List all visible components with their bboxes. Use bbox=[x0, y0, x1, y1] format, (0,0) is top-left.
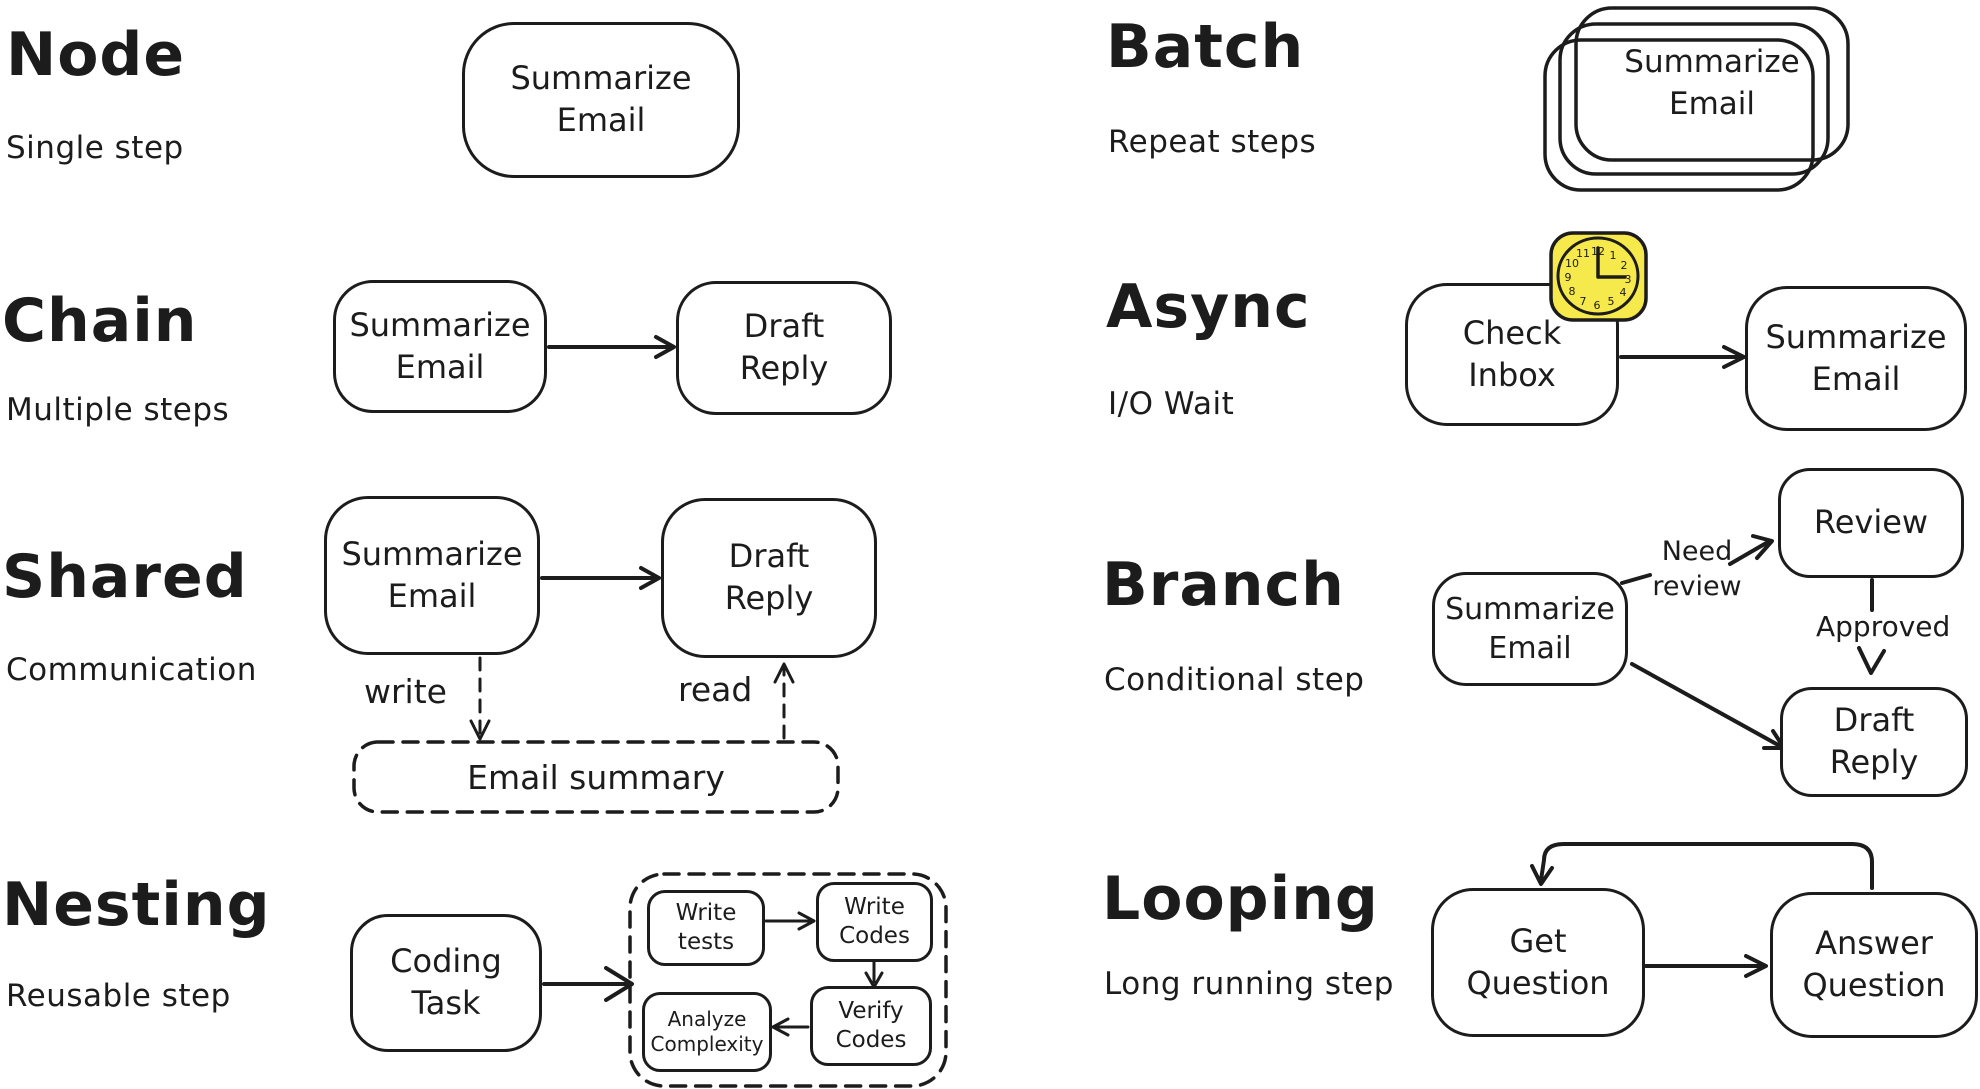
box-label-line: Summarize bbox=[510, 59, 692, 98]
box-label-line: Email bbox=[1668, 86, 1755, 122]
batch-summarize-email-card: Summarize Email bbox=[1576, 26, 1848, 142]
batch-title: Batch bbox=[1106, 12, 1305, 82]
box-label-line: Answer bbox=[1815, 924, 1933, 963]
analyze-complexity-box: Analyze Complexity bbox=[642, 992, 772, 1072]
label-line: Need bbox=[1661, 536, 1733, 567]
chain-title: Chain bbox=[2, 286, 198, 356]
box-label-line: Summarize bbox=[341, 534, 523, 573]
box-label-line: Coding bbox=[390, 942, 502, 981]
branch-direct-arrow bbox=[1630, 662, 1786, 750]
verify-to-analyze-arrow bbox=[771, 1017, 810, 1037]
nesting-arrow bbox=[542, 966, 634, 1002]
box-label-line: Summarize bbox=[1445, 592, 1615, 627]
box-label-line: Email bbox=[1488, 631, 1572, 666]
branch-title: Branch bbox=[1102, 550, 1345, 620]
box-label-line: Summarize bbox=[1624, 44, 1800, 81]
nesting-subtitle: Reusable step bbox=[6, 978, 231, 1014]
svg-text:11: 11 bbox=[1576, 247, 1590, 260]
async-arrow bbox=[1619, 345, 1746, 369]
label-line: review bbox=[1652, 571, 1742, 603]
write-arrow bbox=[469, 656, 491, 741]
svg-text:3: 3 bbox=[1625, 273, 1632, 286]
email-summary-store-label: Email summary bbox=[467, 757, 725, 797]
shared-summarize-email-box: Summarize Email bbox=[324, 496, 540, 655]
looping-title: Looping bbox=[1102, 864, 1379, 934]
svg-text:2: 2 bbox=[1621, 259, 1628, 272]
review-box: Review bbox=[1778, 468, 1964, 578]
box-label-line: Review bbox=[1813, 503, 1929, 542]
box-label-line: Check bbox=[1462, 313, 1562, 352]
verify-codes-box: Verify Codes bbox=[810, 986, 932, 1066]
box-label-line: Email bbox=[556, 101, 646, 139]
async-subtitle: I/O Wait bbox=[1108, 386, 1235, 422]
approved-label: Approved bbox=[1816, 610, 1951, 643]
box-label-line: tests bbox=[677, 929, 735, 955]
box-label-line: Question bbox=[1466, 963, 1610, 1002]
box-label-line: Draft bbox=[728, 537, 810, 576]
tests-to-codes-arrow bbox=[764, 911, 816, 931]
node-title: Node bbox=[6, 20, 186, 90]
node-summarize-email-box: Summarize Email bbox=[462, 22, 740, 178]
box-label-line: Analyze bbox=[667, 1007, 747, 1031]
clock-hands bbox=[1596, 246, 1627, 279]
box-label-line: Summarize bbox=[1765, 317, 1947, 356]
box-label-line: Inbox bbox=[1468, 355, 1556, 394]
shared-draft-reply-box: Draft Reply bbox=[661, 498, 877, 658]
branch-draft-reply-box: Draft Reply bbox=[1780, 687, 1968, 797]
read-arrow bbox=[773, 662, 795, 740]
loop-back-arrow bbox=[1530, 842, 1874, 890]
box-label-line: Summarize bbox=[349, 305, 531, 344]
svg-text:12: 12 bbox=[1591, 245, 1605, 258]
shared-arrow bbox=[540, 566, 661, 590]
box-label-line: Email bbox=[1811, 359, 1901, 398]
chain-subtitle: Multiple steps bbox=[6, 392, 230, 428]
box-label-line: Codes bbox=[839, 923, 910, 949]
svg-text:10: 10 bbox=[1565, 257, 1579, 270]
box-label-line: Complexity bbox=[650, 1032, 764, 1056]
shared-subtitle: Communication bbox=[6, 652, 257, 688]
nesting-title: Nesting bbox=[2, 870, 271, 940]
svg-text:4: 4 bbox=[1620, 286, 1627, 299]
box-label-line: Reply bbox=[1829, 743, 1919, 781]
box-label-line: Write bbox=[675, 900, 737, 927]
box-label-line: Email bbox=[387, 576, 477, 615]
codes-to-verify-arrow bbox=[864, 960, 884, 989]
get-question-box: Get Question bbox=[1431, 888, 1645, 1037]
shared-title: Shared bbox=[2, 542, 248, 612]
looping-arrow bbox=[1644, 954, 1768, 978]
chain-draft-reply-box: Draft Reply bbox=[676, 281, 892, 415]
write-codes-box: Write Codes bbox=[816, 882, 933, 962]
read-label: read bbox=[678, 670, 753, 709]
box-label-line: Write bbox=[844, 894, 905, 921]
write-tests-box: Write tests bbox=[647, 890, 765, 966]
chain-summarize-email-box: Summarize Email bbox=[333, 280, 547, 413]
box-label-line: Codes bbox=[835, 1027, 907, 1053]
box-label-line: Verify bbox=[838, 998, 904, 1025]
branch-subtitle: Conditional step bbox=[1104, 662, 1365, 698]
node-subtitle: Single step bbox=[6, 130, 184, 166]
need-review-label: Need review bbox=[1650, 534, 1744, 604]
box-label-line: Reply bbox=[724, 579, 814, 617]
looping-subtitle: Long running step bbox=[1104, 966, 1394, 1002]
answer-question-box: Answer Question bbox=[1770, 892, 1978, 1038]
branch-summarize-email-box: Summarize Email bbox=[1432, 572, 1628, 686]
async-summarize-email-box: Summarize Email bbox=[1745, 286, 1967, 431]
write-label: write bbox=[364, 672, 447, 711]
check-inbox-box: Check Inbox bbox=[1405, 283, 1619, 426]
svg-text:1: 1 bbox=[1610, 249, 1617, 262]
box-label-line: Draft bbox=[1833, 701, 1915, 740]
batch-subtitle: Repeat steps bbox=[1108, 124, 1317, 160]
box-label-line: Email bbox=[395, 347, 485, 386]
coding-task-box: Coding Task bbox=[350, 914, 542, 1052]
async-title: Async bbox=[1106, 272, 1311, 342]
box-label-line: Draft bbox=[743, 307, 825, 346]
box-label-line: Get bbox=[1509, 921, 1567, 960]
box-label-line: Reply bbox=[739, 349, 829, 387]
chain-arrow bbox=[547, 335, 676, 359]
box-label-line: Question bbox=[1802, 966, 1946, 1004]
box-label-line: Task bbox=[411, 984, 481, 1022]
